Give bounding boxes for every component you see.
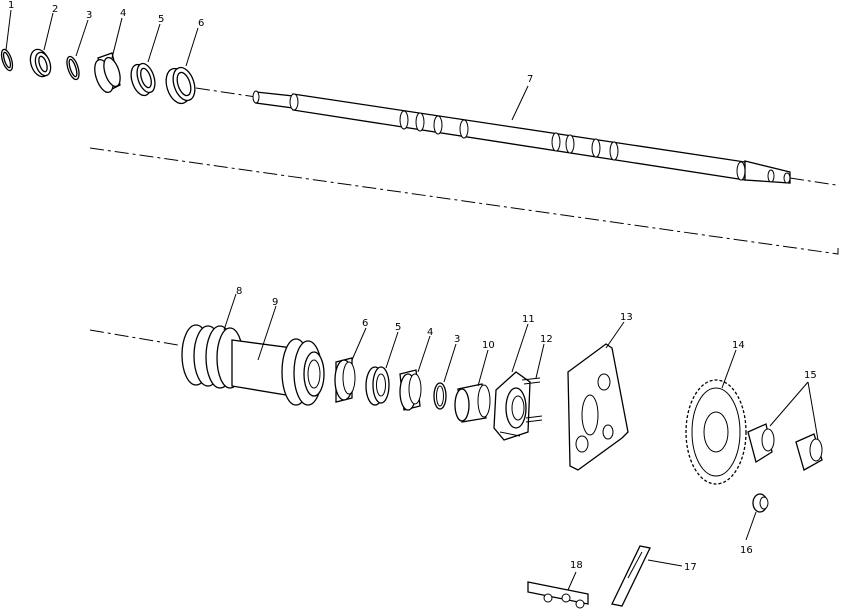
part-3-ring-lower xyxy=(433,382,447,410)
part-17-chain xyxy=(611,545,651,607)
callout-14: 14 xyxy=(732,340,745,351)
callout-3-lower: 3 xyxy=(454,334,460,345)
callout-8: 8 xyxy=(236,286,242,297)
part-2-bearing xyxy=(29,48,52,78)
callout-13: 13 xyxy=(620,312,633,323)
callout-4: 4 xyxy=(120,8,126,19)
part-14-sprocket xyxy=(685,379,747,485)
part-10-spacer xyxy=(454,383,491,423)
callout-15: 15 xyxy=(804,370,817,381)
part-3-ring xyxy=(66,55,80,81)
callout-10: 10 xyxy=(482,340,495,351)
part-15-nuts xyxy=(747,423,823,471)
callout-9: 9 xyxy=(272,297,278,308)
part-5-seal xyxy=(130,62,156,97)
part-7-axle xyxy=(252,90,791,184)
part-12-studs xyxy=(499,377,543,437)
callout-3: 3 xyxy=(86,10,92,21)
callout-17: 17 xyxy=(684,562,697,573)
part-5-seal-lower xyxy=(365,366,390,406)
part-13-brake-disc xyxy=(567,343,629,471)
part-6-seal-lower xyxy=(334,357,356,403)
part-4-bearing-race xyxy=(94,52,121,94)
part-1-snap-ring xyxy=(0,48,14,72)
part-4-bearing-race-lower xyxy=(399,369,422,411)
callout-16: 16 xyxy=(740,545,753,556)
callout-6-lower: 6 xyxy=(362,318,368,329)
callout-4-lower: 4 xyxy=(427,327,433,338)
callout-1: 1 xyxy=(8,0,14,11)
part-6-seal xyxy=(165,66,196,105)
callout-12: 12 xyxy=(540,334,553,345)
callout-11: 11 xyxy=(522,314,535,325)
callout-2: 2 xyxy=(52,4,58,15)
reference-centerline xyxy=(89,147,839,255)
part-8-9-axle-housing xyxy=(181,324,325,406)
callout-18: 18 xyxy=(570,560,583,571)
callout-6: 6 xyxy=(198,18,204,29)
callout-7: 7 xyxy=(527,74,533,85)
part-11-hub xyxy=(493,371,531,441)
part-18-master-link xyxy=(527,581,589,609)
part-16-bushing xyxy=(752,493,769,513)
callout-5: 5 xyxy=(158,14,164,25)
leader-lines xyxy=(5,9,819,591)
callout-5-lower: 5 xyxy=(395,322,401,333)
